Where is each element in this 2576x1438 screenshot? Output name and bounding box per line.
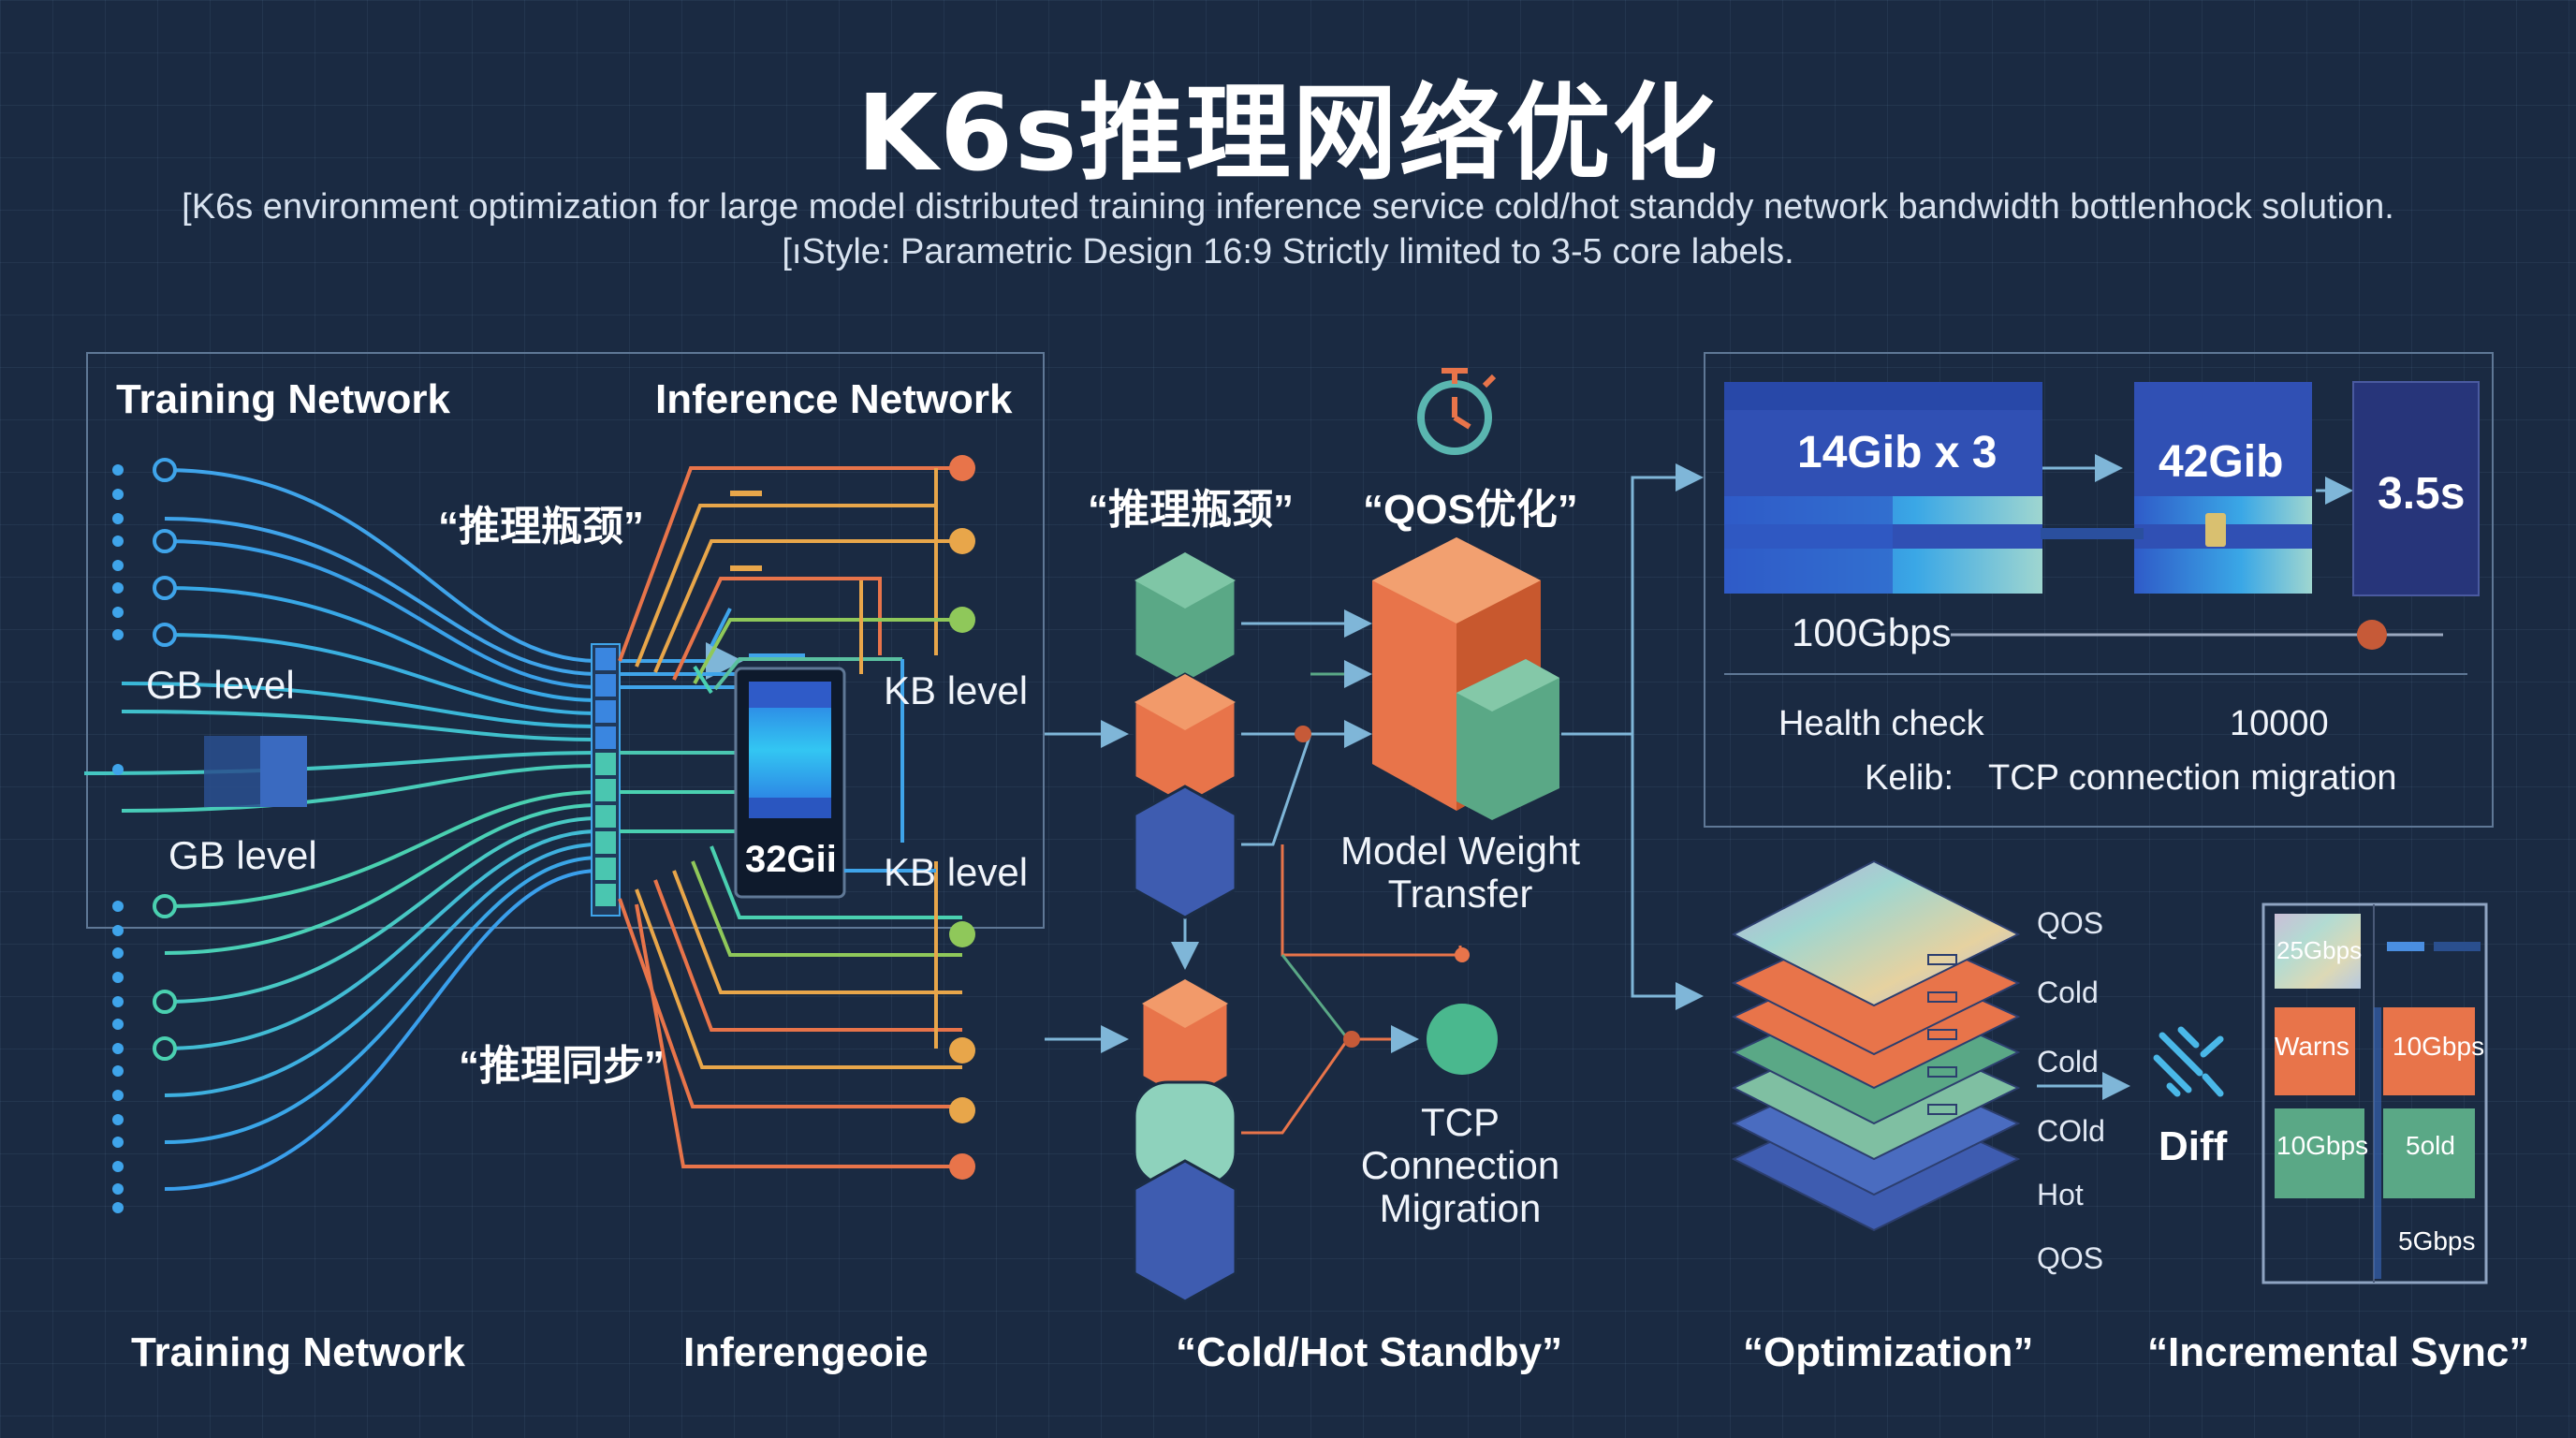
sync-cell: 10Gbps — [2276, 1131, 2369, 1160]
layer-label: Cold — [2037, 1045, 2099, 1078]
junction-column — [591, 643, 621, 917]
inference-nodes — [730, 455, 975, 1180]
chip-label: 32Gii — [745, 839, 837, 880]
inference-network-label: Inference Network — [655, 376, 1013, 422]
subtitle-line-1: [K6s environment optimization for large … — [182, 187, 2394, 227]
layer-label: QOS — [2037, 906, 2104, 940]
gb-level-label-1: GB level — [146, 663, 295, 707]
kb-level-label-2: KB level — [884, 850, 1029, 894]
layer-label: QOS — [2037, 1241, 2104, 1275]
gpu-chip — [734, 667, 846, 899]
sync-cell: 10Gbps — [2393, 1032, 2485, 1061]
tcp-migration-label: TCP Connection Migration — [1360, 1100, 1560, 1230]
sync-cell: 5old — [2406, 1131, 2455, 1160]
optimization-layers — [1731, 859, 2021, 1232]
metric-box-2: 42Gib — [2159, 437, 2284, 487]
diff-icon — [2153, 1026, 2224, 1097]
gb-level-label-2: GB level — [168, 833, 317, 877]
page-title: K6s推理网络优化 — [856, 73, 1720, 195]
model-weight-transfer-label: Model Weight Transfer — [1339, 829, 1581, 916]
standby-stack-top — [1133, 550, 1237, 919]
kb-level-label-1: KB level — [884, 668, 1029, 712]
sync-cell: Warns — [2275, 1032, 2349, 1061]
bottleneck-quote-middle: “推理瓶颈” — [1088, 487, 1294, 533]
metric-box-3: 3.5s — [2378, 469, 2466, 519]
diff-label: Diff — [2159, 1123, 2228, 1169]
training-input-lines — [83, 458, 600, 1213]
bandwidth-label: 100Gbps — [1792, 610, 1952, 654]
layer-label: COld — [2037, 1114, 2105, 1148]
sync-cell: 5Gbps — [2398, 1226, 2476, 1255]
health-check-label: Health check — [1778, 704, 1984, 743]
subtitle-line-2: [ıStyle: Parametric Design 16:9 Strictly… — [782, 232, 1794, 271]
inference-output-lines — [618, 466, 962, 1168]
metrics-bars — [1724, 381, 2480, 675]
training-network-label: Training Network — [116, 376, 450, 422]
bottom-training-network: Training Network — [131, 1329, 465, 1375]
bottom-incremental-sync: “Incremental Sync” — [2147, 1329, 2530, 1375]
metric-box-1: 14Gib x 3 — [1797, 428, 1998, 477]
health-check-value: 10000 — [2230, 704, 2329, 743]
bottom-cold-hot-standby: “Cold/Hot Standby” — [1176, 1329, 1563, 1375]
sync-grid-frame — [2261, 902, 2488, 1284]
sync-quote-left: “推理同步” — [459, 1043, 665, 1089]
stopwatch-icon — [1417, 368, 1497, 455]
kelib-label: Kelib: — [1865, 758, 1954, 798]
qos-quote: “QOS优化” — [1363, 487, 1578, 533]
standby-stack-bottom — [1133, 977, 1237, 1303]
junction-dots — [1295, 726, 1360, 1048]
tcp-node — [1427, 947, 1498, 1075]
metrics-panel — [1704, 352, 2494, 828]
flow-arrows — [1045, 454, 2353, 1135]
tcp-connection-migration-label: TCP connection migration — [1988, 758, 2397, 798]
layer-label: Cold — [2037, 976, 2099, 1009]
bottleneck-quote-left: “推理瓶颈” — [438, 504, 644, 550]
layer-label: Hot — [2037, 1178, 2084, 1211]
bottom-inference: Inferengeoie — [683, 1329, 929, 1375]
bottom-optimization: “Optimization” — [1743, 1329, 2034, 1375]
network-panel — [86, 352, 1045, 929]
sync-cell: 25Gbps — [2276, 936, 2363, 964]
model-weight-cube — [1372, 537, 1559, 820]
